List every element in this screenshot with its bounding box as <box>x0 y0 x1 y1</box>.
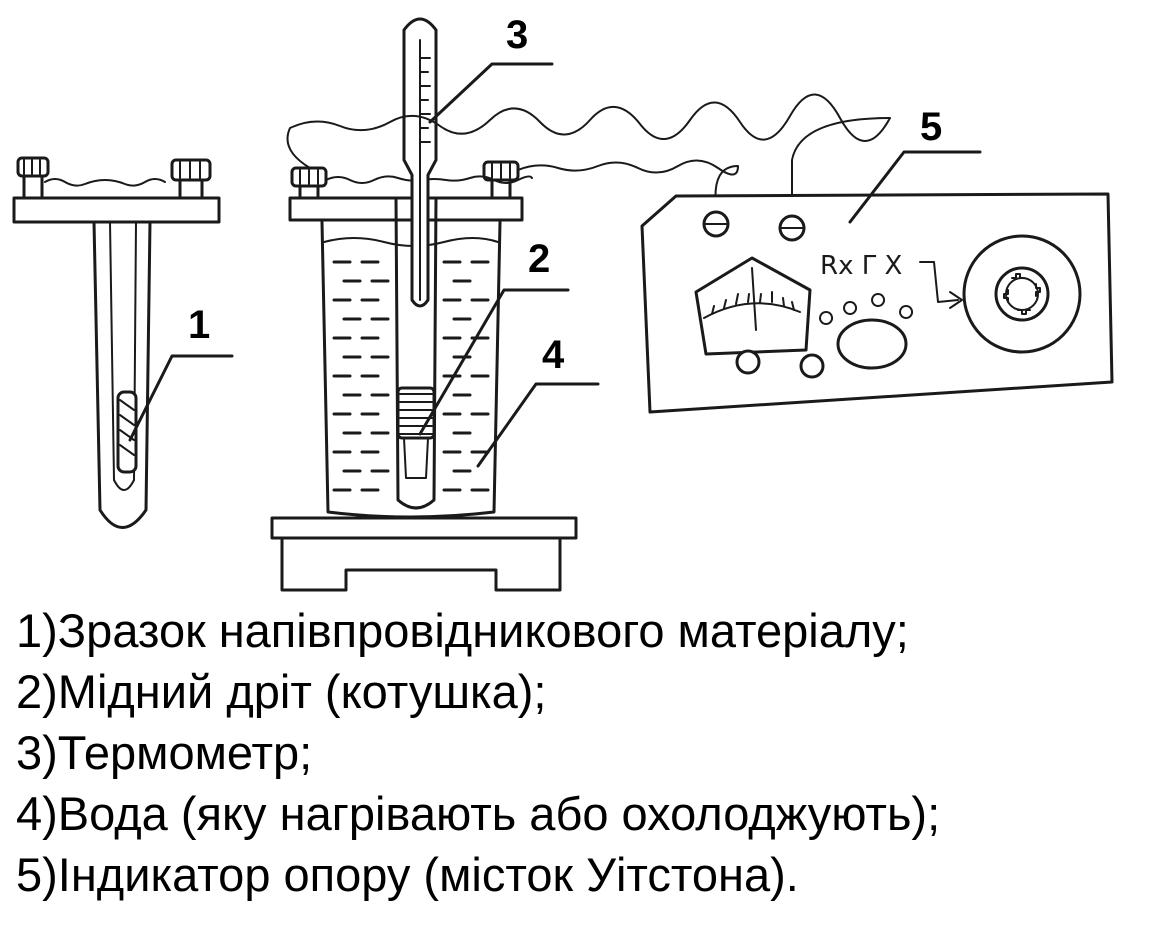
galvanometer-scale <box>703 302 801 319</box>
beaker-lid <box>288 196 524 222</box>
beaker <box>320 220 502 519</box>
callout-leaders <box>128 62 982 468</box>
range-switch <box>836 318 908 370</box>
meter-label: Rx Γ X <box>820 251 902 281</box>
callout-2: 2 <box>528 237 550 281</box>
beaker-assembly <box>270 17 891 592</box>
galvanometer-needle <box>751 267 757 331</box>
bridge-knob-right <box>799 353 825 379</box>
leader-5 <box>848 150 982 224</box>
leader-2 <box>418 288 570 436</box>
copper-coil <box>396 386 436 440</box>
sample-terminal-right <box>170 158 212 200</box>
stand-top <box>270 516 578 540</box>
water <box>332 260 490 492</box>
stand-base <box>280 536 562 592</box>
callout-4: 4 <box>542 333 565 377</box>
wheatstone-bridge: Rx Γ X <box>640 192 1114 414</box>
legend-item-bridge: 5)Індикатор опору (місток Уітстона). <box>16 848 799 901</box>
legend-item-thermometer: 3)Термометр; <box>16 726 313 779</box>
wire-to-meter-2 <box>517 159 739 207</box>
legend: 1)Зразок напівпровідникового матеріалу; … <box>16 600 1156 905</box>
legend-item-sample: 1)Зразок напівпровідникового матеріалу; <box>16 604 909 657</box>
bridge-knob-left <box>735 349 761 375</box>
sample-holder-cap <box>12 196 221 224</box>
bridge-dial-hub <box>994 266 1050 322</box>
wire-to-meter-1 <box>286 93 891 205</box>
leader-3 <box>428 62 554 124</box>
legend-item-water: 4)Вода (яку нагрівають або охолоджують); <box>16 787 941 840</box>
apparatus-drawing: Rx Γ X 1 2 3 4 5 <box>12 13 1114 592</box>
sample-terminal-left <box>16 156 50 200</box>
sample-lead-wire <box>44 178 166 187</box>
beaker-terminal-left <box>290 166 328 200</box>
galvanometer <box>694 256 812 356</box>
legend-item-coil: 2)Мідний дріт (котушка); <box>16 665 547 718</box>
inner-test-tube <box>394 196 438 510</box>
callout-5: 5 <box>920 105 942 149</box>
leader-1 <box>128 354 234 442</box>
callout-3: 3 <box>506 13 528 57</box>
callout-1: 1 <box>188 303 210 347</box>
beaker-terminal-right <box>482 160 520 200</box>
range-marks <box>819 293 914 325</box>
sample-holder <box>12 156 221 529</box>
sample-tube <box>92 220 152 529</box>
leader-4 <box>476 382 600 468</box>
